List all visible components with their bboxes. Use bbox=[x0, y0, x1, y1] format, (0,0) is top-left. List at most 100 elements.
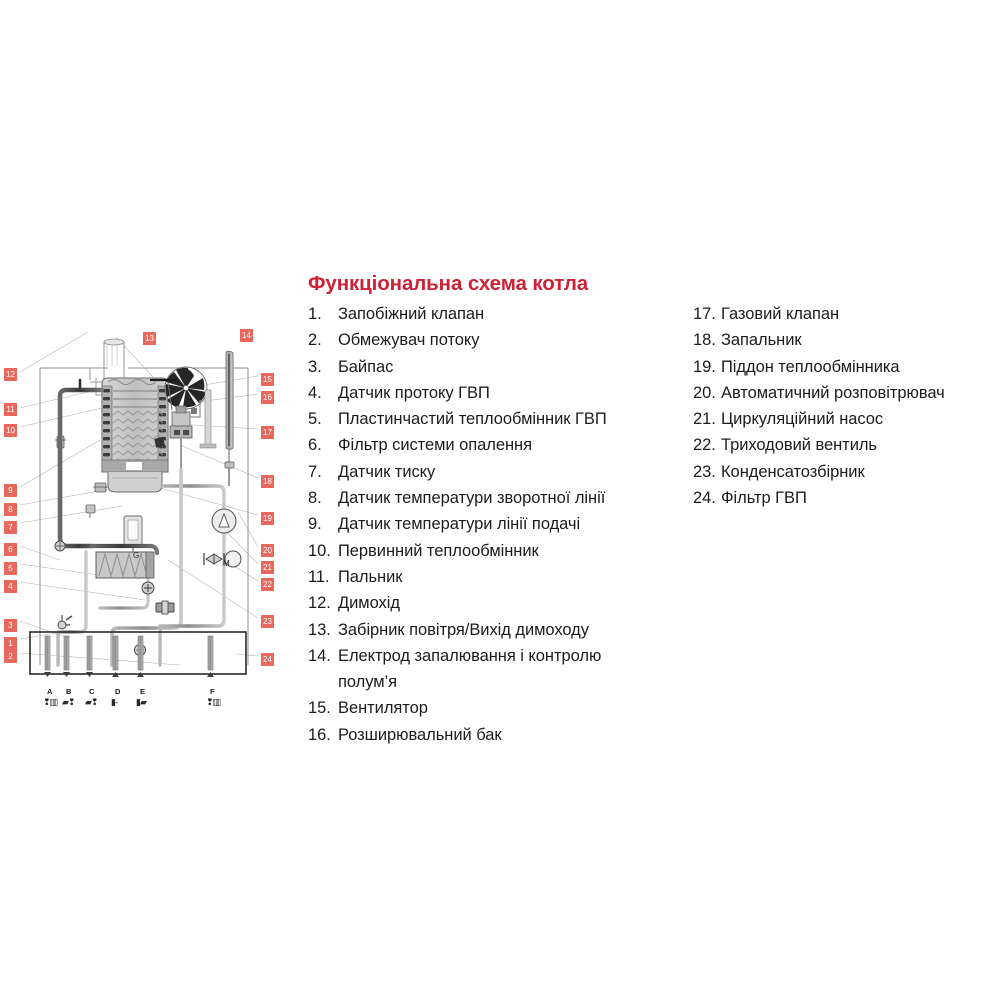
safety-valve bbox=[57, 615, 73, 630]
callout-chip-24: 24 bbox=[261, 653, 274, 666]
port-letter-C: C bbox=[89, 687, 95, 696]
legend-item: 1.Запобіжний клапан bbox=[308, 301, 688, 327]
legend-item-label: Датчик температури зворотної лінії bbox=[338, 489, 606, 508]
legend-item: 11.Пальник bbox=[308, 564, 688, 590]
legend-item: 12. Димохід bbox=[308, 590, 688, 616]
legend-item: 24. Фільтр ГВП bbox=[693, 485, 1000, 511]
expansion-vessel bbox=[225, 350, 234, 466]
port-letter-E: E bbox=[140, 687, 146, 696]
legend-item-number: 1. bbox=[308, 305, 322, 323]
port-symbol-C: ▰❢ bbox=[85, 698, 99, 708]
legend-item-number: 22. bbox=[693, 436, 716, 455]
legend-item-label: Датчик температури лінії подачі bbox=[338, 515, 581, 534]
legend-item: 16. Розширювальний бак bbox=[308, 722, 688, 748]
legend-item-label: Газовий клапан bbox=[721, 305, 840, 323]
legend-item: 3.Байпас bbox=[308, 354, 688, 380]
callout-chip-10: 10 bbox=[4, 424, 17, 437]
port-symbol-D: ▮- bbox=[111, 698, 118, 708]
legend-item-label: Датчик тиску bbox=[338, 462, 436, 481]
legend-item-label: Фільтр системи опалення bbox=[338, 436, 532, 455]
legend-item: 9.Датчик температури лінії подачі bbox=[308, 511, 688, 537]
legend-item: 10.Первинний теплообмінник bbox=[308, 538, 688, 564]
callout-chip-3: 3 bbox=[4, 619, 17, 632]
port-symbol-A: ❢▥ bbox=[43, 698, 58, 708]
callout-chip-16: 16 bbox=[261, 391, 274, 404]
dhw-flow-sensor bbox=[141, 581, 155, 595]
legend-item-label: Первинний теплообмінник bbox=[338, 541, 539, 560]
legend-item-label: Автоматичний розповітрювач bbox=[721, 383, 945, 402]
callout-chip-21: 21 bbox=[261, 561, 274, 574]
legend-item-label: Димохід bbox=[338, 594, 400, 613]
callout-chip-9: 9 bbox=[4, 484, 17, 497]
legend-item: 7. Датчик тиску bbox=[308, 459, 688, 485]
callout-chip-20: 20 bbox=[261, 544, 274, 557]
gas-valve-assembly bbox=[169, 400, 201, 470]
legend-item-number: 19. bbox=[693, 357, 716, 376]
legend-item-label: Байпас bbox=[338, 357, 394, 376]
legend-item: 6.Фільтр системи опалення bbox=[308, 432, 688, 458]
legend-item-number: 13. bbox=[308, 620, 331, 639]
legend-item-number: 21. bbox=[693, 410, 716, 429]
legend-item: 5.Пластинчастий теплообмінник ГВП bbox=[308, 406, 688, 432]
connection-ports bbox=[44, 635, 214, 677]
callout-chip-18: 18 bbox=[261, 475, 274, 488]
boiler-schematic-svg bbox=[19, 331, 259, 677]
legend-panel: Функціональна схема котла 1.Запобіжний к… bbox=[305, 272, 1000, 744]
legend-item-number: 11. bbox=[308, 567, 330, 586]
callout-chip-6: 6 bbox=[4, 543, 17, 556]
ignition-electrode bbox=[150, 378, 176, 411]
sensors-group bbox=[55, 435, 108, 518]
port-letter-A: A bbox=[47, 687, 53, 696]
legend-item-label: Триходовий вентиль bbox=[721, 436, 877, 455]
legend-item-number: 7. bbox=[308, 462, 322, 481]
port-letter-F: F bbox=[210, 687, 215, 696]
callout-chip-14: 14 bbox=[240, 329, 253, 342]
legend-item-number: 24. bbox=[693, 489, 716, 508]
legend-item-label: Обмежувач потоку bbox=[338, 331, 480, 350]
callout-chip-23: 23 bbox=[261, 615, 274, 628]
dhw-filter-frame bbox=[29, 631, 247, 675]
legend-item-label: Конденсатозбірник bbox=[721, 462, 865, 481]
legend-item: 8. Датчик температури зворотної лінії bbox=[308, 485, 688, 511]
flow-limiter bbox=[155, 600, 175, 615]
legend-item-number: 8. bbox=[308, 489, 322, 508]
legend-item: 4.Датчик протоку ГВП bbox=[308, 380, 688, 406]
legend-item-label: Датчик протоку ГВП bbox=[338, 383, 490, 402]
legend-item-number: 12. bbox=[308, 594, 331, 613]
legend-item-number: 16. bbox=[308, 725, 331, 744]
legend-item-number: 18. bbox=[693, 331, 716, 350]
legend-item-number: 20. bbox=[693, 383, 716, 402]
primary-heat-exchanger bbox=[101, 377, 169, 473]
callout-chip-17: 17 bbox=[261, 426, 274, 439]
port-symbol-F: ❢▥ bbox=[206, 698, 221, 708]
legend-item: 15.Вентилятор bbox=[308, 695, 688, 721]
heating-system-filter bbox=[54, 540, 66, 552]
legend-item-label: Циркуляційний насос bbox=[721, 410, 884, 429]
pressure-sensor-7 bbox=[85, 504, 96, 518]
fan bbox=[164, 366, 208, 410]
callout-chip-13: 13 bbox=[143, 332, 156, 345]
port-letter-D: D bbox=[115, 687, 121, 696]
automatic-air-vent bbox=[224, 461, 235, 486]
callout-chip-11: 11 bbox=[4, 403, 17, 416]
callout-chip-7: 7 bbox=[4, 521, 17, 534]
callout-chip-22: 22 bbox=[261, 578, 274, 591]
legend-item-number: 23. bbox=[693, 462, 716, 481]
legend-column-right: 17.Газовий клапан 18. Запальник 19. Піддон т… bbox=[693, 301, 1000, 511]
legend-item: 23. Конденсатозбірник bbox=[693, 459, 1000, 485]
legend-item-label: Розширювальний бак bbox=[338, 725, 502, 744]
three-way-valve bbox=[203, 550, 242, 568]
callout-chip-4: 4 bbox=[4, 580, 17, 593]
legend-item-label: Запальник bbox=[721, 331, 802, 350]
legend-item-label: Піддон теплообмінника bbox=[721, 357, 900, 376]
callout-chip-12: 12 bbox=[4, 368, 17, 381]
return-temp-sensor-8 bbox=[93, 482, 108, 493]
legend-item: 17.Газовий клапан bbox=[693, 301, 1000, 327]
legend-item-label-continued: полум’я bbox=[338, 673, 398, 692]
legend-item-label: Фільтр ГВП bbox=[721, 489, 807, 508]
inline-label-three-way-valve-motor: M bbox=[223, 559, 230, 568]
